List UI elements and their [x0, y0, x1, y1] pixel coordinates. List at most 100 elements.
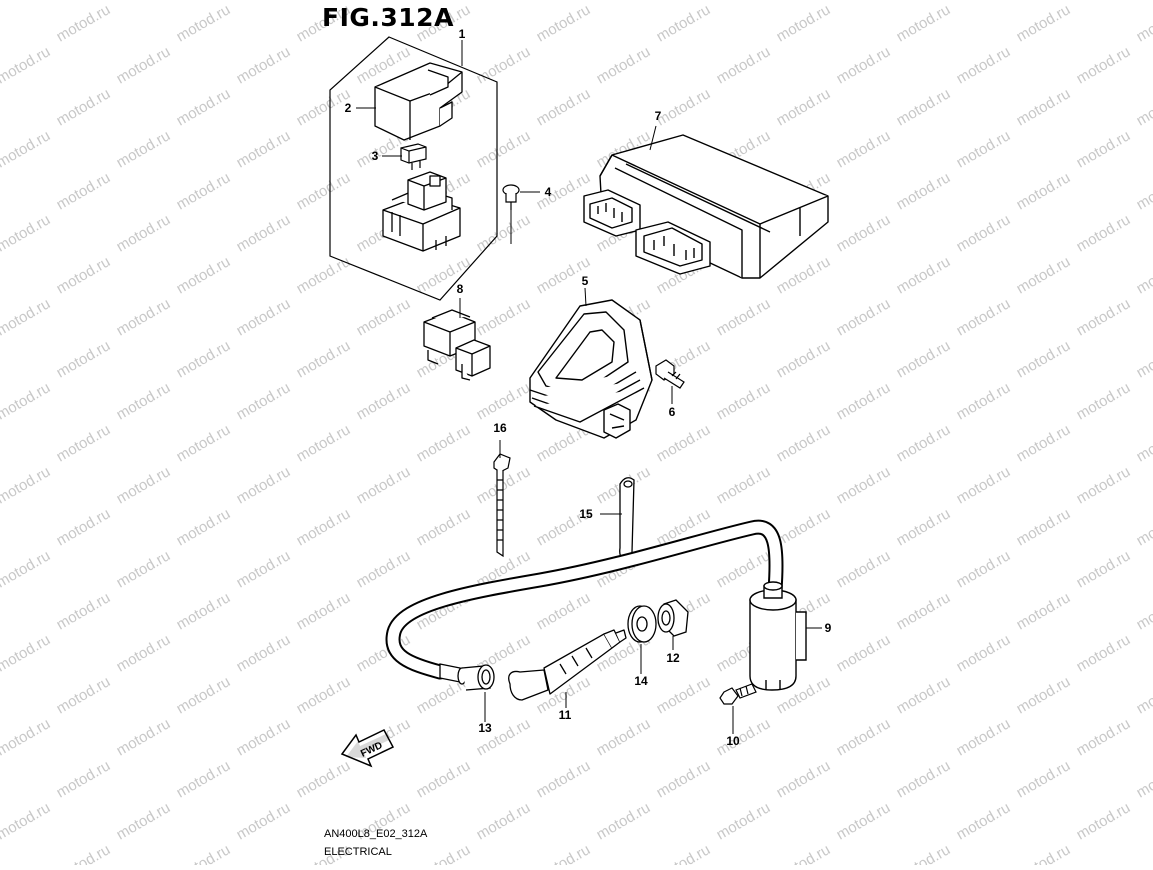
- watermark-text: motod.ru: [1134, 85, 1153, 129]
- watermark-text: motod.ru: [654, 85, 714, 129]
- watermark-text: motod.ru: [1014, 673, 1074, 717]
- watermark-text: motod.ru: [714, 295, 774, 339]
- watermark-text: motod.ru: [294, 757, 354, 801]
- watermark-text: motod.ru: [1074, 715, 1134, 759]
- watermark-text: motod.ru: [0, 0, 53, 3]
- watermark-text: motod.ru: [534, 589, 594, 633]
- watermark-text: motod.ru: [714, 463, 774, 507]
- watermark-text: motod.ru: [414, 757, 474, 801]
- watermark-text: motod.ru: [774, 1, 834, 45]
- watermark-text: motod.ru: [954, 211, 1014, 255]
- watermark-text: motod.ru: [654, 1, 714, 45]
- callout-5: 5: [582, 274, 589, 288]
- watermark-text: motod.ru: [234, 463, 294, 507]
- watermark-text: motod.ru: [834, 127, 894, 171]
- watermark-text: motod.ru: [474, 211, 534, 255]
- watermark-text: motod.ru: [894, 589, 954, 633]
- watermark-text: motod.ru: [474, 127, 534, 171]
- watermark-text: motod.ru: [654, 757, 714, 801]
- watermark-text: motod.ru: [294, 337, 354, 381]
- watermark-text: motod.ru: [954, 547, 1014, 591]
- regulator-rectifier-part[interactable]: [530, 300, 652, 438]
- watermark-text: motod.ru: [774, 757, 834, 801]
- watermark-text: motod.ru: [114, 715, 174, 759]
- watermark-text: motod.ru: [1014, 253, 1074, 297]
- watermark-text: motod.ru: [1134, 673, 1153, 717]
- ecm-part[interactable]: [584, 135, 828, 278]
- watermark-text: motod.ru: [1074, 0, 1134, 3]
- watermark-text: motod.ru: [174, 841, 234, 865]
- watermark-text: motod.ru: [894, 337, 954, 381]
- bolt-part-10[interactable]: [720, 684, 756, 704]
- watermark-text: motod.ru: [834, 547, 894, 591]
- watermark-text: motod.ru: [294, 421, 354, 465]
- watermark-text: motod.ru: [114, 631, 174, 675]
- ignition-coil-part[interactable]: [750, 582, 806, 690]
- watermark-text: motod.ru: [234, 211, 294, 255]
- watermark-text: motod.ru: [354, 547, 414, 591]
- watermark-text: motod.ru: [534, 757, 594, 801]
- figure-name: ELECTRICAL: [324, 846, 392, 858]
- watermark-text: motod.ru: [834, 463, 894, 507]
- watermark-text: motod.ru: [474, 43, 534, 87]
- fuse-part[interactable]: [401, 144, 426, 170]
- watermark-text: motod.ru: [1074, 127, 1134, 171]
- watermark-text: motod.ru: [294, 589, 354, 633]
- watermark-text: motod.ru: [774, 85, 834, 129]
- relay-cover-part[interactable]: [375, 63, 462, 140]
- watermark-text: motod.ru: [774, 505, 834, 549]
- watermark-text: motod.ru: [0, 799, 53, 843]
- watermark-text: motod.ru: [414, 505, 474, 549]
- callout-13: 13: [478, 721, 492, 735]
- watermark-text: motod.ru: [474, 799, 534, 843]
- watermark-text: motod.ru: [714, 0, 774, 3]
- watermark-text: motod.ru: [1074, 799, 1134, 843]
- watermark-text: motod.ru: [714, 715, 774, 759]
- watermark-text: motod.ru: [1074, 631, 1134, 675]
- watermark-text: motod.ru: [894, 253, 954, 297]
- watermark-text: motod.ru: [1134, 421, 1153, 465]
- watermark-text: motod.ru: [114, 211, 174, 255]
- watermark-text: motod.ru: [54, 169, 114, 213]
- watermark-text: motod.ru: [54, 505, 114, 549]
- watermark-text: motod.ru: [954, 379, 1014, 423]
- watermark-text: motod.ru: [54, 757, 114, 801]
- figure-title: FIG.312A: [322, 3, 454, 32]
- watermark-text: motod.ru: [54, 85, 114, 129]
- cable-tie-part[interactable]: [494, 454, 510, 556]
- forward-direction-arrow: FWD: [342, 730, 393, 766]
- boot-part-14[interactable]: [628, 606, 656, 642]
- watermark-text: motod.ru: [234, 547, 294, 591]
- watermark-text: motod.ru: [54, 1, 114, 45]
- watermark-text: motod.ru: [1074, 295, 1134, 339]
- watermark-text: motod.ru: [54, 421, 114, 465]
- watermark-text: motod.ru: [54, 253, 114, 297]
- watermark-text: motod.ru: [114, 547, 174, 591]
- watermark-text: motod.ru: [234, 43, 294, 87]
- callout-10: 10: [726, 734, 740, 748]
- watermark-text: motod.ru: [834, 379, 894, 423]
- watermark-text: motod.ru: [1134, 169, 1153, 213]
- watermark-text: motod.ru: [714, 379, 774, 423]
- watermark-text: motod.ru: [1134, 505, 1153, 549]
- watermark-text: motod.ru: [234, 127, 294, 171]
- watermark-text: motod.ru: [234, 799, 294, 843]
- watermark-text: motod.ru: [1014, 505, 1074, 549]
- watermark-text: motod.ru: [0, 715, 53, 759]
- watermark-text: motod.ru: [174, 673, 234, 717]
- watermark-text: motod.ru: [1134, 1, 1153, 45]
- watermark-text: motod.ru: [954, 463, 1014, 507]
- watermark-text: motod.ru: [894, 757, 954, 801]
- watermark-text: motod.ru: [834, 799, 894, 843]
- callout-7: 7: [655, 109, 662, 123]
- watermark-text: motod.ru: [1074, 43, 1134, 87]
- watermark-text: motod.ru: [1014, 1, 1074, 45]
- watermark-text: motod.ru: [174, 169, 234, 213]
- watermark-text: motod.ru: [834, 211, 894, 255]
- watermark-text: motod.ru: [174, 757, 234, 801]
- watermark-text: motod.ru: [114, 463, 174, 507]
- watermark-text: motod.ru: [294, 253, 354, 297]
- watermark-text: motod.ru: [1014, 589, 1074, 633]
